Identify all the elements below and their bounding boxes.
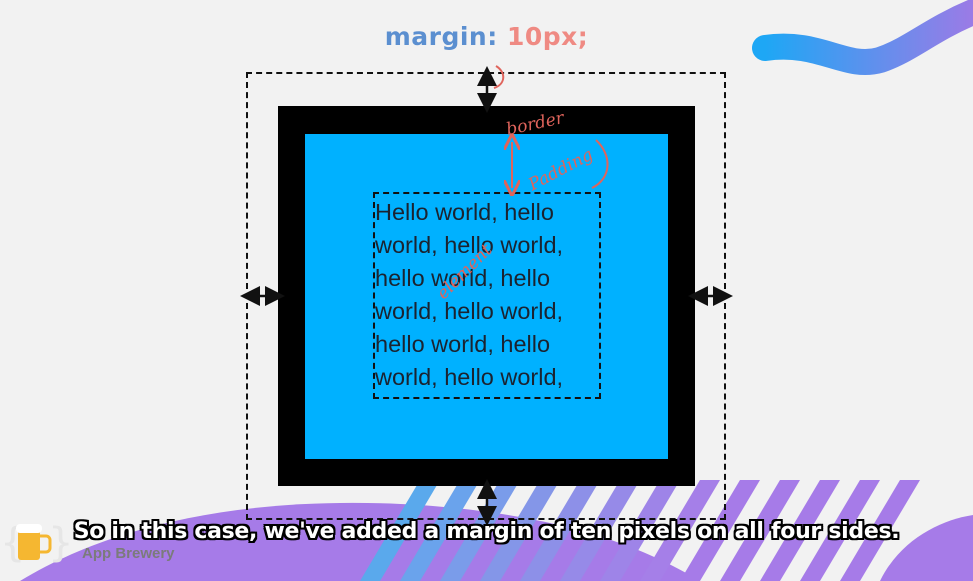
video-subtitle: So in this case, we've added a margin of…: [73, 519, 900, 544]
purple-blob-right: [880, 515, 973, 581]
app-brewery-logo-icon: { }: [0, 520, 73, 566]
svg-text:}: }: [48, 520, 73, 566]
content-line: world, hello world,: [375, 298, 564, 324]
content-line: Hello world, hello: [375, 199, 554, 225]
content-line: world, hello world,: [375, 364, 564, 390]
content-line: hello world, hello: [375, 265, 551, 291]
title-value: 10px;: [506, 22, 589, 51]
content-line: hello world, hello: [375, 331, 551, 357]
page-title: margin: 10px;: [0, 22, 973, 51]
content-line: world, hello world,: [375, 232, 564, 258]
content-box: [373, 192, 601, 399]
diagonal-stripes: [360, 480, 920, 581]
logo-text: App Brewery: [82, 545, 175, 562]
swoosh-shape: [752, 0, 973, 76]
title-property: margin:: [384, 22, 498, 51]
content-text: Hello world, hello world, hello world, h…: [375, 196, 615, 394]
